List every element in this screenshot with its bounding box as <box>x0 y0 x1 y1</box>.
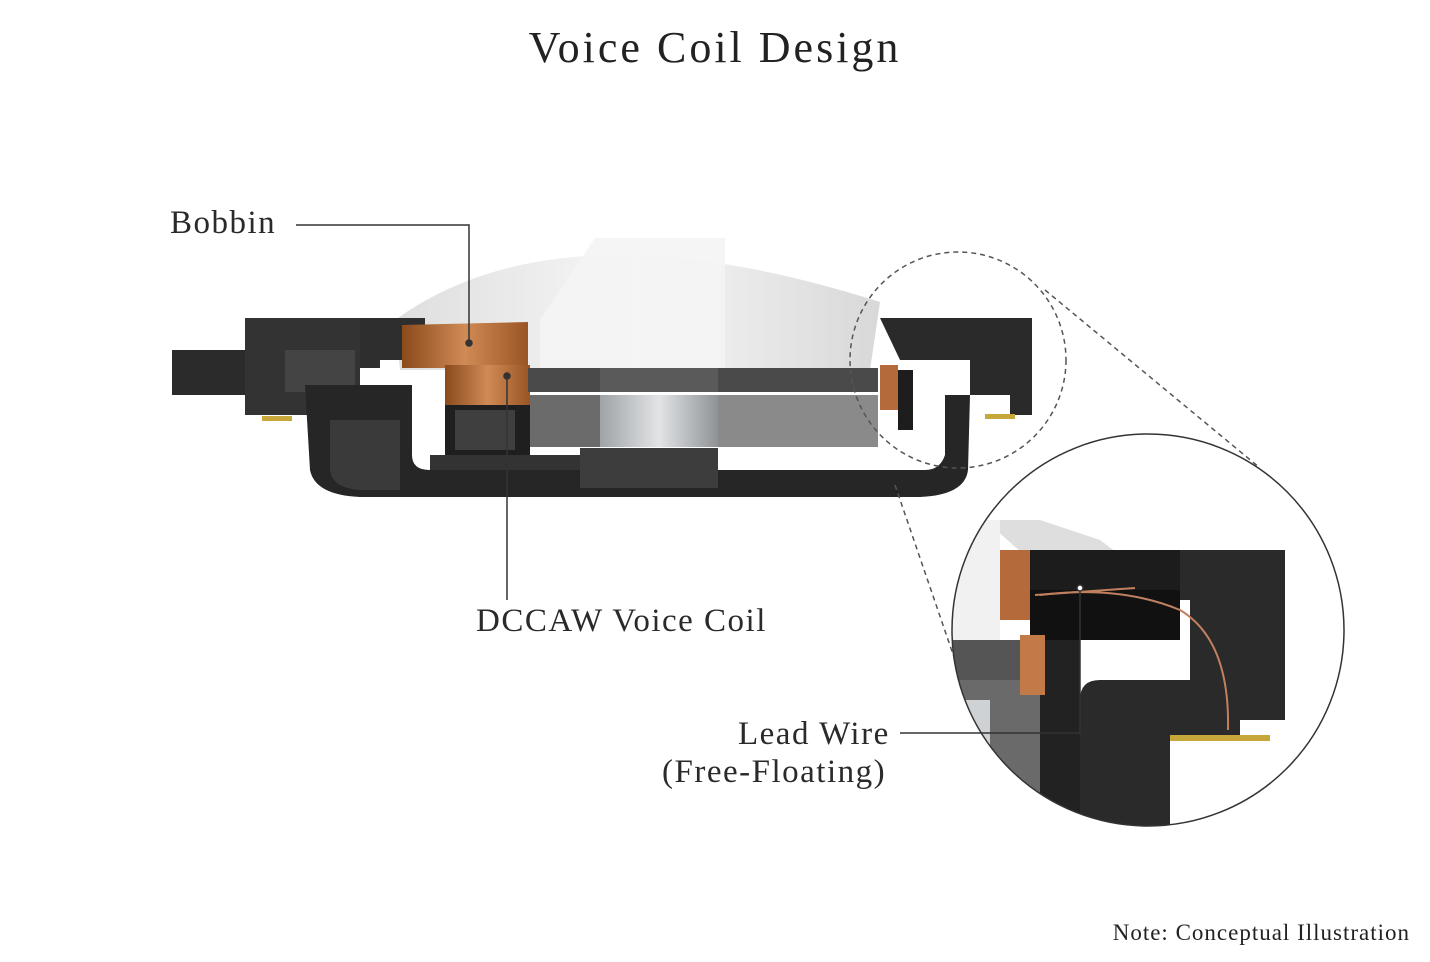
diagram-title: Voice Coil Design <box>528 23 902 72</box>
lead-wire-leader <box>900 588 1081 734</box>
zoom-indicator <box>849 251 1261 661</box>
bobbin-label: Bobbin <box>170 205 277 241</box>
magnet <box>600 395 718 447</box>
lead-wire-sublabel: (Free-Floating) <box>662 754 887 790</box>
zoom-detail <box>951 433 1345 827</box>
voice-coil <box>445 365 530 407</box>
bobbin <box>402 322 528 368</box>
voice-coil-label: DCCAW Voice Coil <box>476 603 767 639</box>
lead-wire-label: Lead Wire <box>738 716 890 752</box>
bobbin-leader <box>296 224 470 343</box>
footnote: Note: Conceptual Illustration <box>1112 920 1410 945</box>
leader-lines <box>296 224 1084 734</box>
driver-cross-section <box>172 238 1032 497</box>
